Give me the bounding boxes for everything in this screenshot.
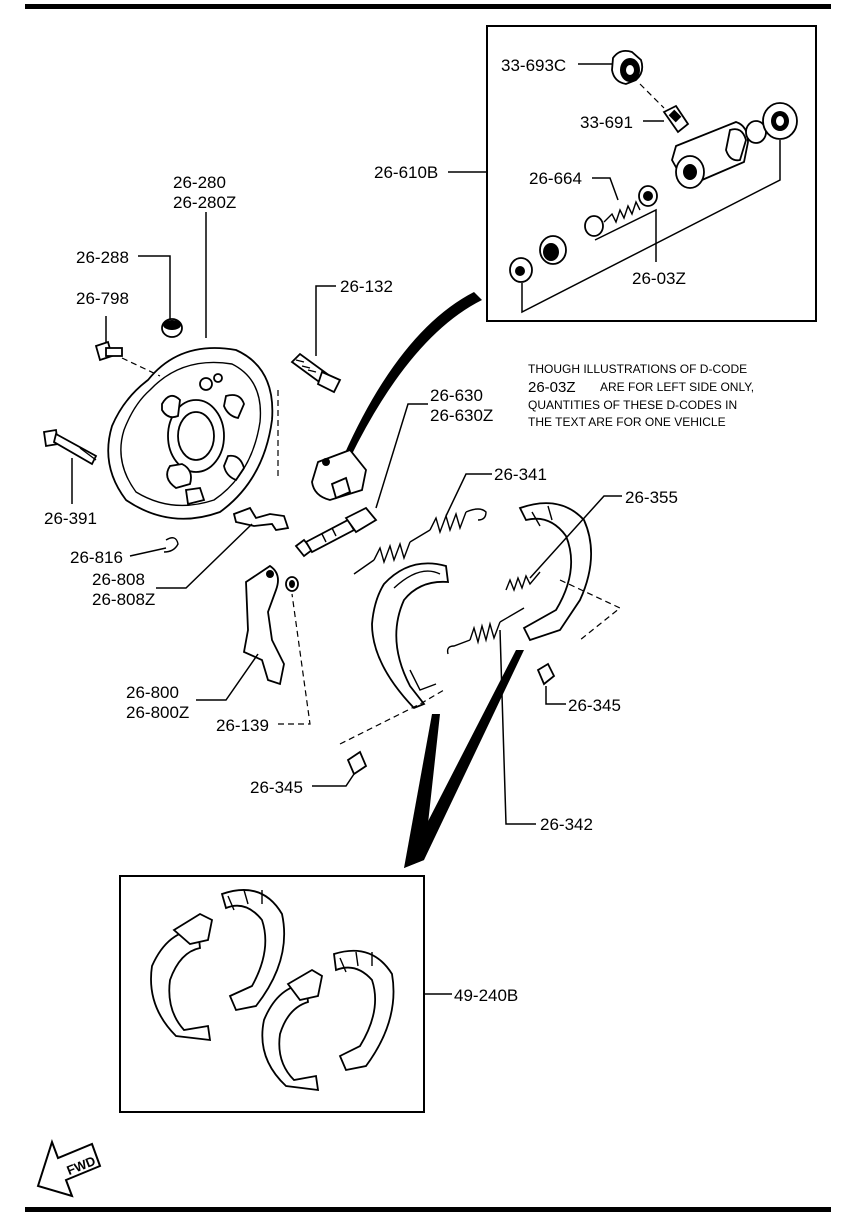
adjuster-part — [294, 506, 378, 558]
label-26-798: 26-798 — [76, 289, 129, 308]
label-33-691: 33-691 — [580, 113, 633, 132]
shoe-kit-shoe-4 — [333, 949, 395, 1072]
leader — [315, 285, 336, 356]
long-bolt-part — [42, 428, 98, 466]
dashed-guide — [121, 357, 161, 377]
note-line-3: QUANTITIES OF THESE D-CODES IN — [528, 398, 737, 412]
strut-part — [232, 506, 290, 531]
label-26-808: 26-808 — [92, 570, 145, 589]
leader — [196, 653, 259, 701]
leader — [129, 547, 167, 557]
leader — [445, 473, 492, 517]
lower-return-spring-part — [446, 607, 525, 655]
wheel-cylinder-body-part — [671, 102, 798, 189]
label-26-280: 26-280 — [173, 173, 226, 192]
leader — [156, 523, 253, 589]
label-26-03z: 26-03Z — [632, 269, 686, 288]
cylinder-cup-part — [509, 235, 567, 283]
label-26-132: 26-132 — [340, 277, 393, 296]
label-26-342: 26-342 — [540, 815, 593, 834]
top-rule — [25, 4, 831, 9]
parking-lever-part — [242, 564, 285, 686]
label-26-630: 26-630 — [430, 386, 483, 405]
label-26-610b: 26-610B — [374, 163, 438, 182]
label-26-345-right: 26-345 — [568, 696, 621, 715]
bleeder-screw-part — [662, 104, 690, 134]
label-26-355: 26-355 — [625, 488, 678, 507]
label-33-693c: 33-693C — [501, 56, 566, 75]
bleeder-bolt-part — [94, 340, 123, 362]
upper-return-spring-part — [353, 508, 487, 575]
label-26-800z: 26-800Z — [126, 703, 189, 722]
label-26-288: 26-288 — [76, 248, 129, 267]
right-brake-shoe-part — [518, 502, 622, 642]
clip-part — [163, 537, 179, 553]
label-26-341: 26-341 — [494, 465, 547, 484]
leader — [499, 629, 536, 825]
label-26-345-left: 26-345 — [250, 778, 303, 797]
hold-down-spring-part — [505, 571, 541, 593]
shoe-kit-pointer-2 — [404, 650, 524, 868]
leader-dash — [639, 83, 665, 109]
plug-part — [161, 318, 183, 338]
label-26-800: 26-800 — [126, 683, 179, 702]
label-26-280z: 26-280Z — [173, 193, 236, 212]
anti-rattle-clip-part-left — [346, 750, 368, 776]
backing-plate-part — [107, 347, 274, 520]
left-brake-shoe-part — [371, 562, 450, 710]
shoe-kit-pointer-1 — [404, 714, 440, 868]
lever-clip-part — [285, 576, 299, 592]
bleeder-cap-part — [611, 49, 644, 85]
note-line-4: THE TEXT ARE FOR ONE VEHICLE — [528, 415, 726, 429]
fwd-arrow-icon: FWD — [36, 1138, 102, 1198]
leader — [138, 255, 171, 320]
leader — [592, 177, 619, 201]
shoe-kit-shoe-2 — [220, 889, 286, 1012]
leader — [278, 593, 311, 725]
note-line-2-code: 26-03Z — [528, 379, 576, 396]
bracket-line-2 — [594, 208, 657, 262]
bottom-rule — [25, 1207, 831, 1212]
leader — [529, 495, 622, 579]
leader — [312, 773, 355, 787]
shoe-kit-shoe-3 — [261, 968, 324, 1092]
label-26-808z: 26-808Z — [92, 590, 155, 609]
inset-pointer — [344, 292, 482, 458]
note-line-1: THOUGH ILLUSTRATIONS OF D-CODE — [528, 362, 747, 376]
label-26-391: 26-391 — [44, 509, 97, 528]
wheel-cylinder-assembly-part — [311, 448, 367, 501]
label-49-240b: 49-240B — [454, 986, 518, 1005]
cylinder-bolt-part — [290, 352, 342, 394]
anti-rattle-clip-part-right — [536, 662, 556, 686]
shoe-kit-shoe-1 — [150, 912, 214, 1042]
label-26-630z: 26-630Z — [430, 406, 493, 425]
leader — [545, 686, 566, 705]
wheel-cylinder-inset-box — [486, 25, 817, 322]
cylinder-spring-part — [584, 185, 658, 237]
label-26-816: 26-816 — [70, 548, 123, 567]
bracket-line — [521, 140, 781, 314]
leader — [375, 403, 428, 509]
note-line-2-rest: ARE FOR LEFT SIDE ONLY, — [600, 380, 754, 394]
label-26-664: 26-664 — [529, 169, 582, 188]
label-26-139: 26-139 — [216, 716, 269, 735]
